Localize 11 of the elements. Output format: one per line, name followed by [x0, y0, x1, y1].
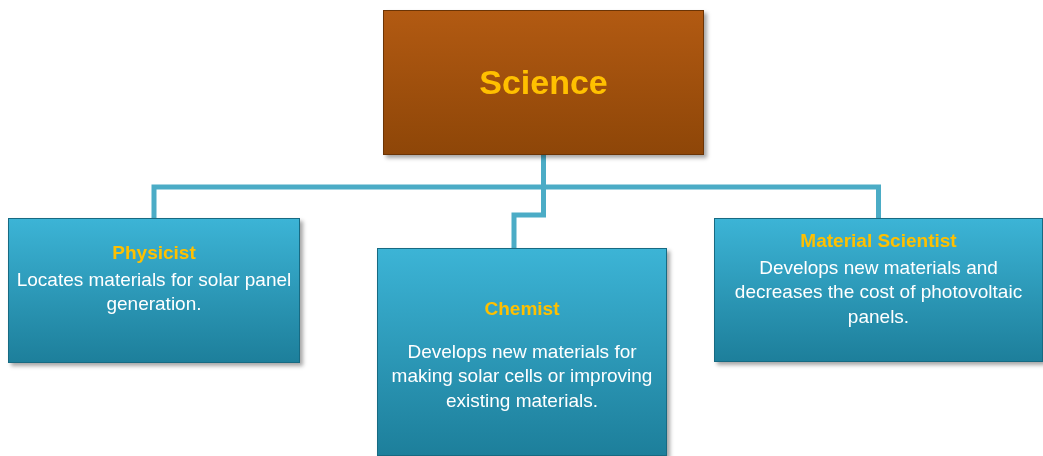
box-description: Locates materials for solar panel generation. — [15, 267, 293, 317]
box-heading: Science — [479, 62, 608, 103]
box-description: Develops new materials for making solar cells or improving existing materials. — [390, 339, 654, 413]
text-box — [8, 218, 300, 363]
text-box — [377, 248, 667, 456]
box-description: Develops new materials and decreases the cost of photovoltaic panels. — [733, 255, 1024, 329]
text-box — [383, 10, 704, 155]
box-heading: Material Scientist — [800, 229, 957, 253]
text-box — [714, 218, 1043, 362]
box-heading: Chemist — [484, 297, 560, 321]
box-heading: Physicist — [112, 241, 196, 265]
